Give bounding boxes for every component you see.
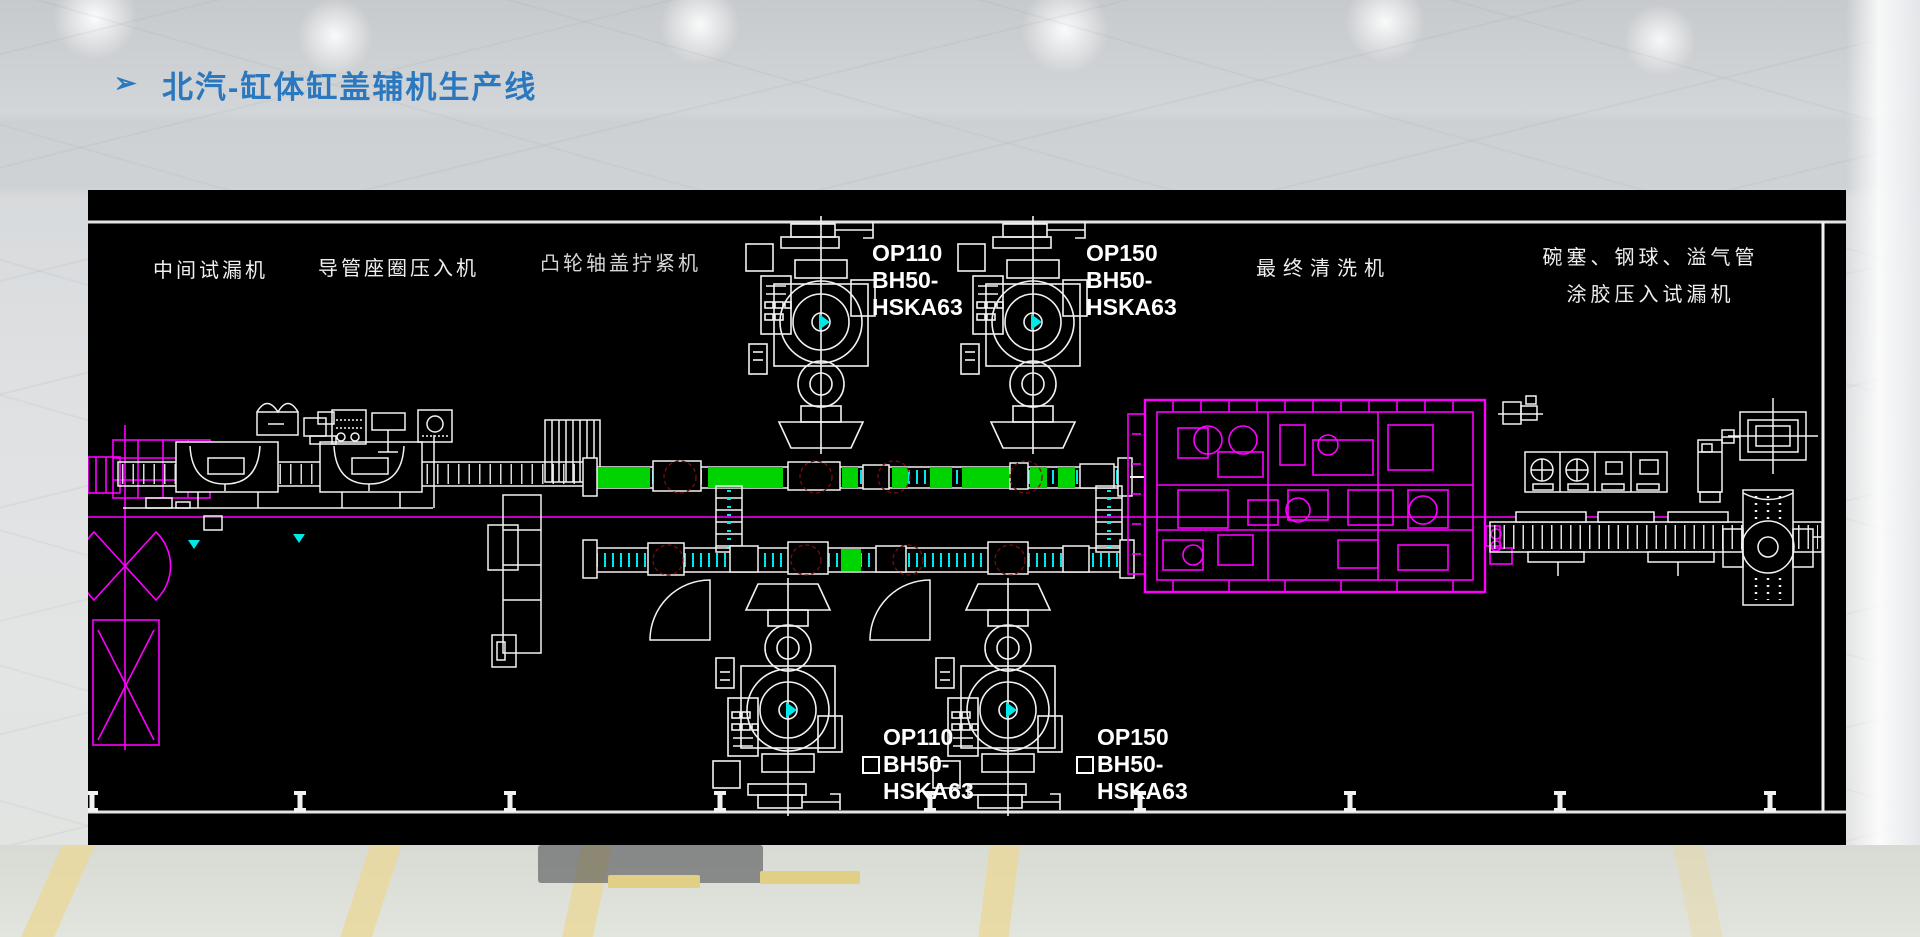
op-line: OP110 <box>872 240 943 266</box>
op-line: HSKA63 <box>883 778 974 804</box>
cad-layout-drawing <box>88 215 1846 817</box>
door-swing <box>649 579 711 641</box>
square-marker <box>862 755 880 774</box>
yellow-bumper <box>608 875 700 888</box>
central-conveyor-loop <box>582 457 1145 579</box>
factory-floor <box>0 845 1920 937</box>
op110-top-label: OP110 BH50- HSKA63 <box>872 240 963 321</box>
cad-layout-panel: 中间试漏机 导管座圈压入机 凸轮轴盖拧紧机 最终清洗机 碗塞、钢球、溢气管 涂胶… <box>88 190 1846 845</box>
right-line-section <box>1489 395 1823 606</box>
floor-stripe <box>963 845 1027 937</box>
label-final-washing: 最终清洗机 <box>1256 258 1391 280</box>
page-title: 北汽-缸体缸盖辅机生产线 <box>162 70 538 105</box>
label-valve-guide-seat-press: 导管座圈压入机 <box>318 258 479 280</box>
op110-bottom-label: OP110 BH50- HSKA63 <box>862 724 974 805</box>
op150-top-machine <box>957 215 1088 455</box>
op150-top-label: OP150 BH50- HSKA63 <box>1086 240 1177 321</box>
op-text: BH50- <box>883 751 950 777</box>
op-line: BH50- <box>1086 267 1153 293</box>
op-line: OP150 <box>1097 724 1169 750</box>
label-intermediate-leak-test: 中间试漏机 <box>153 260 268 282</box>
square-marker <box>1076 755 1094 774</box>
op-line: BH50- <box>1076 751 1188 778</box>
label-plug-press-leak-test: 碗塞、钢球、溢气管 涂胶压入试漏机 <box>1538 240 1763 314</box>
op150-bottom-label: OP150 BH50- HSKA63 <box>1076 724 1188 805</box>
op-line: HSKA63 <box>1097 778 1188 804</box>
label-line: 碗塞、钢球、溢气管 <box>1542 247 1759 269</box>
op-line: OP150 <box>1086 240 1158 266</box>
door-swing <box>869 579 931 641</box>
floor-stripe <box>0 845 114 937</box>
bullet-arrow-icon: ➢ <box>114 68 137 98</box>
final-washer-block <box>1127 398 1513 594</box>
left-line-section <box>117 402 601 668</box>
op-text: BH50- <box>1097 751 1164 777</box>
op-line: OP110 <box>883 724 954 750</box>
op110-bottom-machine <box>712 577 843 817</box>
bright-window-column <box>1846 0 1920 845</box>
op-line: HSKA63 <box>1086 294 1177 320</box>
op110-top-machine <box>745 215 876 455</box>
floor-stripe <box>1661 845 1749 937</box>
floor-stripe <box>302 845 418 937</box>
op-line: HSKA63 <box>872 294 963 320</box>
op-line: BH50- <box>872 267 939 293</box>
hall-border <box>88 220 1846 814</box>
label-camshaft-cap-tightening: 凸轮轴盖拧紧机 <box>540 253 701 275</box>
yellow-bumper <box>760 871 860 884</box>
green-conveyor-segments <box>593 467 1075 488</box>
op-line: BH50- <box>862 751 974 778</box>
label-line: 涂胶压入试漏机 <box>1566 284 1735 306</box>
